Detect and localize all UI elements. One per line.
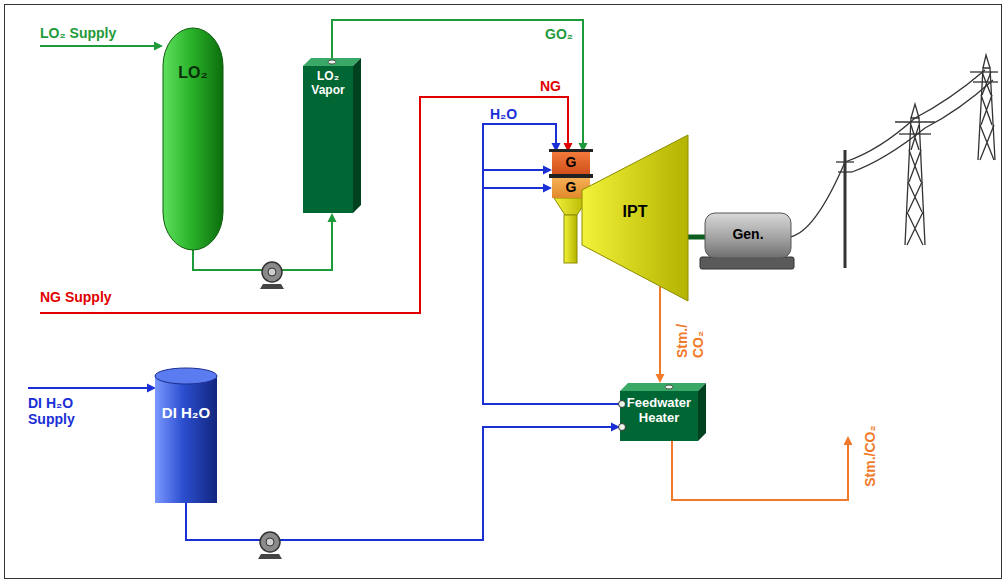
pipe-line	[659, 286, 661, 376]
stream-label: Stm./CO₂	[862, 425, 878, 486]
pipe-line	[186, 427, 613, 540]
vaporizer-box: LO₂ Vapor	[303, 58, 361, 213]
arrowhead	[656, 374, 665, 383]
node-label: LO₂ Vapor	[303, 70, 353, 98]
node-label: Feedwater Heater	[620, 396, 698, 426]
combustor-stage: G	[552, 152, 590, 174]
arrowhead	[543, 166, 552, 175]
stream-label: NG Supply	[40, 289, 112, 305]
node-shape	[163, 28, 223, 250]
pipe-connector	[332, 20, 588, 152]
supply-line	[28, 387, 149, 389]
shape-part	[328, 60, 336, 64]
pipe-connector	[186, 423, 620, 541]
node-shape	[155, 368, 217, 503]
arrowhead	[147, 384, 156, 393]
flow-label: GO₂	[545, 26, 573, 42]
node-label: DI H₂O	[155, 404, 217, 421]
exhaust-line	[672, 441, 848, 500]
pipe-connector	[483, 124, 620, 404]
turbine-inlet	[564, 215, 577, 263]
pipe-line	[483, 124, 620, 404]
arrowhead	[154, 42, 163, 51]
generator-base	[700, 257, 794, 269]
node-label: LO₂	[163, 64, 223, 82]
heater-box: Feedwater Heater	[620, 383, 706, 441]
shape-part	[620, 383, 706, 391]
pump-symbol	[260, 262, 284, 289]
tank: DI H₂O	[155, 368, 217, 503]
pipe-connector	[656, 286, 665, 383]
node-label: Gen.	[705, 226, 791, 242]
flow-label: H₂O	[490, 106, 517, 122]
stream-label: DI H₂O Supply	[28, 395, 118, 427]
combustor-flange	[549, 174, 593, 178]
shape-part	[163, 28, 223, 250]
shape-part	[303, 66, 353, 213]
frame	[5, 5, 1002, 579]
turbine: IPT	[582, 135, 688, 301]
arrowhead	[328, 213, 337, 222]
node-label: IPT	[582, 203, 688, 221]
stream-label: NG	[540, 78, 561, 94]
shape-part	[353, 58, 361, 213]
transmission-tower	[790, 55, 998, 268]
arrowhead	[543, 184, 552, 193]
shape-part	[665, 385, 673, 389]
stream-label: LO₂ Supply	[40, 25, 116, 41]
shape-part	[582, 135, 688, 301]
flow-label: Stm./ CO₂	[674, 314, 706, 358]
shape-part	[619, 424, 626, 431]
pipe-line	[332, 20, 583, 145]
shape-part	[155, 376, 217, 503]
pump-symbol	[258, 532, 282, 559]
shape-part	[303, 58, 361, 66]
shape-part	[620, 391, 698, 441]
pipe-line	[688, 235, 705, 240]
shape-part	[155, 368, 217, 384]
shape-part	[698, 383, 706, 441]
shape-part	[705, 213, 791, 258]
node-label: G	[552, 154, 590, 170]
arrowhead	[844, 436, 853, 445]
shaft-connector	[688, 237, 705, 238]
shape-part	[552, 152, 590, 174]
combustor-flange	[549, 149, 593, 152]
supply-line	[40, 45, 156, 47]
tank: LO₂	[163, 28, 223, 250]
shape-part	[619, 401, 626, 408]
generator: Gen.	[705, 213, 791, 258]
